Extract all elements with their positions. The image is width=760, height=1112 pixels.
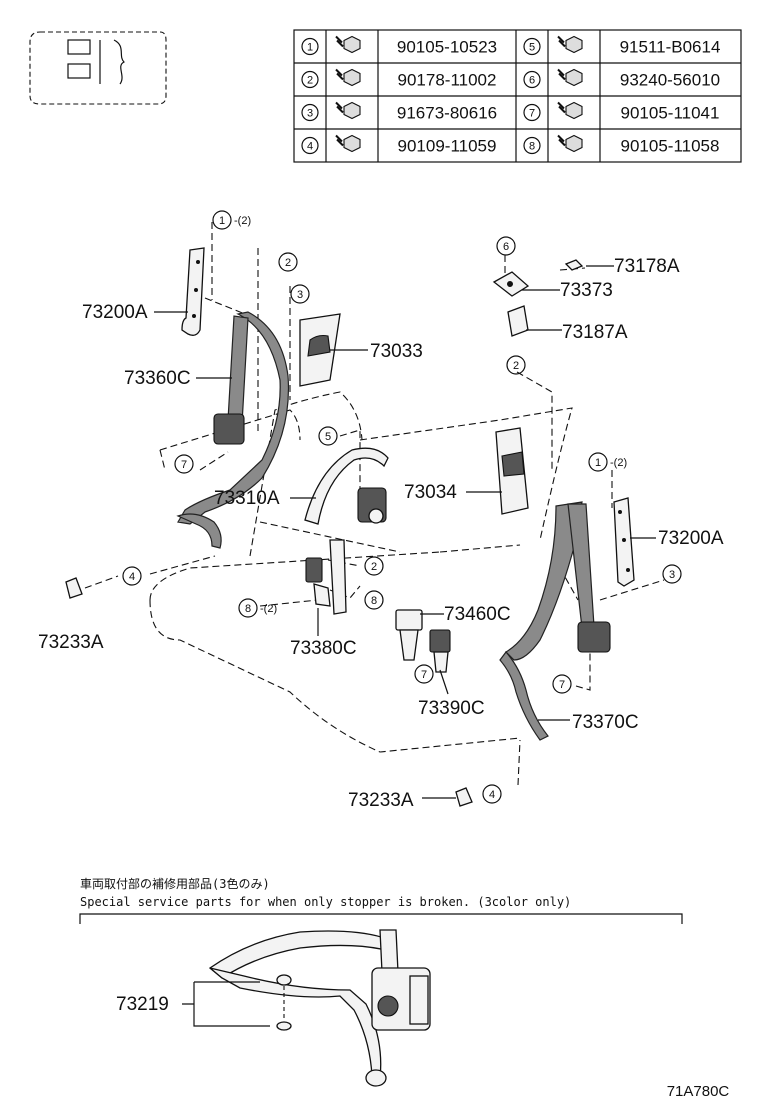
table-part-number: 90178-11002 [398,71,497,90]
label-73219: 73219 [116,994,169,1015]
table-part-number: 91511-B0614 [620,38,721,57]
table-number: 2 [307,75,313,87]
note-english: Special service parts for when only stop… [80,895,571,909]
bolt-icon [335,35,361,54]
label-73370C: 73370C [572,712,639,733]
vehicle-location-icon [29,31,167,105]
callout-2-mid: 2 [371,561,377,573]
bolt-icon [335,68,361,87]
part-number-labels: 73200A 73360C 73033 73178A 73373 73187A … [38,256,724,1015]
label-73233A-bottom: 73233A [348,790,414,811]
label-73200A-right: 73200A [658,528,724,549]
table-number-circle [523,103,541,122]
part-73380C [305,557,331,607]
bolt-icon [557,101,583,120]
callout-1-left-qty: -(2) [234,215,251,227]
label-73390C: 73390C [418,698,485,719]
part-73390C [429,629,451,673]
label-73310A: 73310A [214,488,280,509]
callout-7-mid: 7 [421,669,427,681]
part-73370C [499,501,611,741]
body-outline [149,391,573,753]
part-73178A [564,259,584,271]
table-number: 5 [529,42,535,54]
table-number: 7 [529,108,535,120]
callout-8-left-qty: -(2) [260,603,277,615]
callout-3-right: 3 [669,569,675,581]
part-leaders [154,265,656,799]
callout-1-right-qty: -(2) [610,457,627,469]
table-part-number: 91673-80616 [397,104,497,123]
table-number: 6 [529,75,535,87]
table-part-number: 90109-11059 [398,137,497,156]
label-73034: 73034 [404,482,457,503]
table-number-circle [301,103,319,122]
part-73219-detail [182,929,431,1087]
part-73033 [299,313,341,387]
table-number: 8 [529,141,535,153]
label-73200A-left: 73200A [82,302,148,323]
part-73200A-right [613,497,635,587]
callouts: 1 -(2) 2 3 6 2 5 7 1 -(2) 4 2 8 -(2) 8 3… [122,210,682,804]
table-number-circle [523,70,541,89]
table-number-circle [301,136,319,155]
table-number-circle [301,70,319,89]
table-part-number: 90105-11041 [621,104,720,123]
table-part-number: 93240-56010 [620,71,720,90]
callout-3-top: 3 [297,289,303,301]
bolt-icon [335,101,361,120]
label-73373: 73373 [560,280,613,301]
part-73233A-bottom [455,787,473,807]
label-73233A-left: 73233A [38,632,104,653]
part-73233A-left [65,577,83,599]
callout-6: 6 [503,241,509,253]
part-73460C [395,609,423,661]
part-73310A [304,447,389,615]
callout-1-right: 1 [595,457,601,469]
table-part-number: 90105-10523 [397,38,497,57]
part-73360C [176,311,290,549]
callout-7-left: 7 [181,459,187,471]
note-japanese: 車両取付部の補修用部品(3色のみ) [80,876,270,891]
leader-lines [84,222,665,786]
table-number: 3 [307,108,313,120]
bolt-table-rows: 1 90105-10523 2 90178-11002 3 91673-80616 4 901… [301,35,721,156]
callout-8-left: 8 [245,603,251,615]
callout-2-top: 2 [285,257,291,269]
callout-7-right: 7 [559,679,565,691]
callout-4-left: 4 [129,571,135,583]
label-73178A: 73178A [614,256,680,277]
bolt-table [293,29,742,163]
table-number-circle [523,37,541,56]
callout-5: 5 [325,431,331,443]
label-73460C: 73460C [444,604,511,625]
label-73187A: 73187A [562,322,628,343]
label-73033: 73033 [370,341,423,362]
bolt-icon [557,35,583,54]
table-number: 1 [307,42,313,54]
table-number-circle [301,37,319,56]
bolt-icon [335,134,361,153]
special-service-note: 車両取付部の補修用部品(3色のみ) Special service parts … [79,876,683,924]
label-73360C: 73360C [124,368,191,389]
callout-8-mid: 8 [371,595,377,607]
callout-2-right: 2 [513,360,519,372]
part-73034 [495,427,529,515]
table-part-number: 90105-11058 [621,137,720,156]
part-73200A-left [181,247,205,336]
bolt-icon [557,134,583,153]
callout-4-bottom: 4 [489,789,495,801]
table-number: 4 [307,141,313,153]
table-number-circle [523,136,541,155]
part-73187A [507,305,529,337]
diagram-code: 71A780C [667,1083,730,1100]
callout-1-left: 1 [219,215,225,227]
part-73373 [492,271,530,297]
bolt-icon [557,68,583,87]
label-73380C: 73380C [290,638,357,659]
